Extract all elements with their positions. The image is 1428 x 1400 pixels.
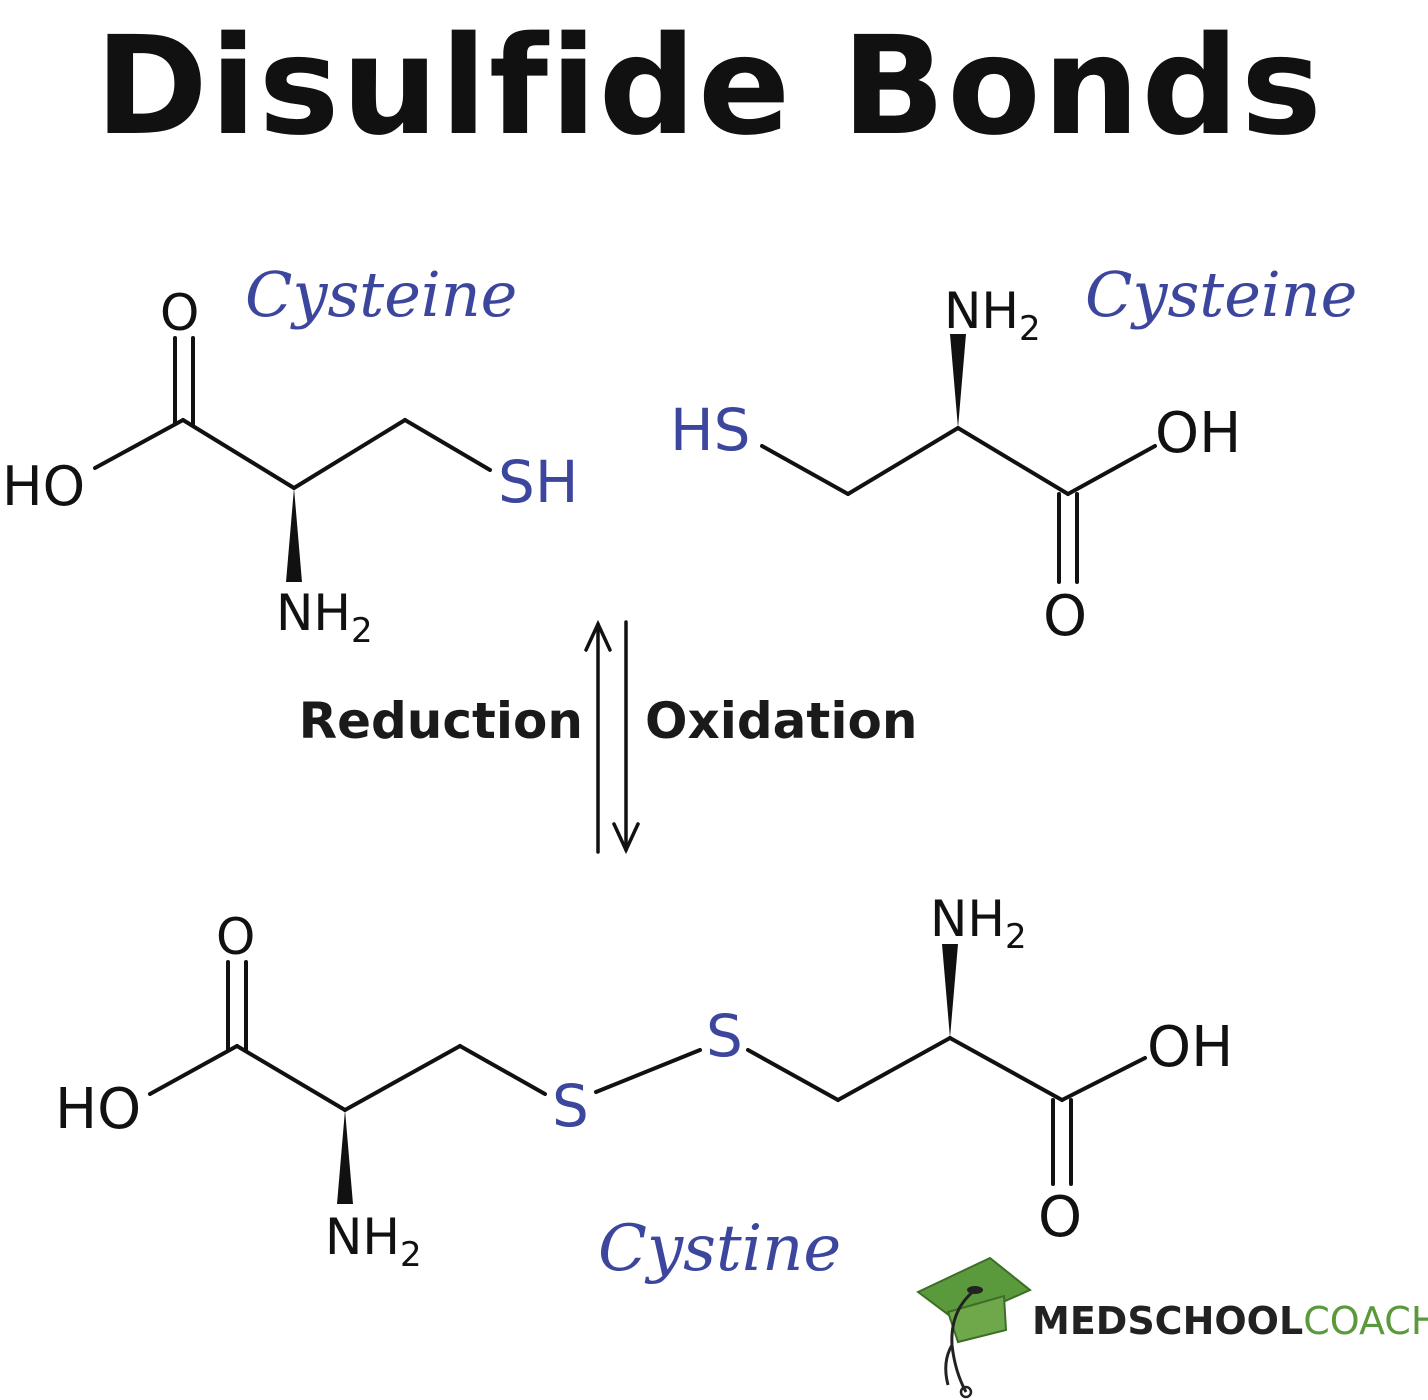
- bond-c-oh: [1066, 444, 1157, 496]
- atom-subscript: 2: [351, 611, 373, 651]
- atom-subscript: 2: [1005, 917, 1027, 957]
- bond-calpha-c: [948, 1036, 1064, 1102]
- medschoolcoach-logo: MEDSCHOOLCOACH: [916, 1256, 1428, 1399]
- atom-nh2: NH2: [276, 584, 373, 651]
- cysteine-left-molecule: [93, 336, 492, 490]
- bond-s-cbeta: [746, 1048, 840, 1102]
- atom-nh: NH: [944, 282, 1019, 340]
- atom-ho: HO: [55, 1077, 141, 1142]
- arrow-down-head: [612, 822, 640, 855]
- logo-word-coach: COACH: [1303, 1299, 1428, 1343]
- label-oxidation: Oxidation: [645, 692, 917, 750]
- bond-calpha-cbeta: [343, 1044, 462, 1112]
- atom-o: O: [1043, 584, 1087, 649]
- bond-cbeta-calpha: [846, 426, 960, 496]
- atom-s: S: [552, 1072, 589, 1140]
- bond-cbeta-s: [403, 418, 492, 472]
- atom-nh2: NH2: [930, 890, 1027, 957]
- bond-c-calpha: [235, 1044, 347, 1112]
- bond-c-oh: [1060, 1056, 1147, 1102]
- atom-oh: OH: [1155, 401, 1241, 466]
- atom-nh: NH: [930, 890, 1005, 948]
- atom-oh: OH: [1147, 1015, 1233, 1080]
- bond-ho-c: [148, 1044, 239, 1096]
- logo-text: MEDSCHOOLCOACH: [1032, 1299, 1428, 1343]
- wedge-bond-nh2: [942, 944, 958, 1038]
- wedge-bond-nh2: [337, 1110, 353, 1204]
- bond-ho-c: [93, 418, 185, 470]
- atom-o: O: [160, 284, 199, 342]
- wedge-bond-nh2: [950, 334, 966, 428]
- atom-hs: HS: [670, 396, 750, 464]
- label-cysteine-left: Cysteine: [245, 258, 517, 331]
- atom-o: O: [216, 908, 255, 966]
- bond-c-calpha: [181, 418, 296, 490]
- wedge-bond-nh2: [286, 488, 302, 582]
- bond-disulfide: [594, 1048, 702, 1094]
- logo-word-medschool: MEDSCHOOL: [1032, 1299, 1303, 1343]
- arrow-up-head: [584, 619, 612, 652]
- label-cystine: Cystine: [598, 1212, 841, 1286]
- atom-o: O: [1038, 1185, 1082, 1250]
- atom-ho: HO: [2, 455, 85, 518]
- bond-calpha-cbeta: [292, 418, 407, 490]
- atom-nh2: NH2: [325, 1208, 422, 1275]
- label-reduction: Reduction: [299, 692, 583, 750]
- bond-cbeta-s: [458, 1044, 547, 1096]
- atom-subscript: 2: [1019, 309, 1041, 349]
- bond-s-cbeta: [760, 444, 850, 496]
- bond-calpha-c: [956, 426, 1070, 496]
- label-cysteine-right: Cysteine: [1085, 258, 1357, 331]
- atom-s: S: [706, 1002, 743, 1070]
- atom-sh: SH: [498, 448, 578, 516]
- equilibrium-arrows: [584, 619, 640, 855]
- atom-nh2: NH2: [944, 282, 1041, 349]
- atom-nh: NH: [276, 584, 351, 642]
- page-title: Disulfide Bonds: [95, 8, 1324, 166]
- atom-subscript: 2: [400, 1235, 422, 1275]
- bond-cbeta-calpha: [836, 1036, 952, 1102]
- graduation-cap-icon: [916, 1256, 1032, 1399]
- cysteine-right-molecule: [760, 426, 1157, 584]
- cystine-molecule: [148, 960, 1147, 1186]
- atom-nh: NH: [325, 1208, 400, 1266]
